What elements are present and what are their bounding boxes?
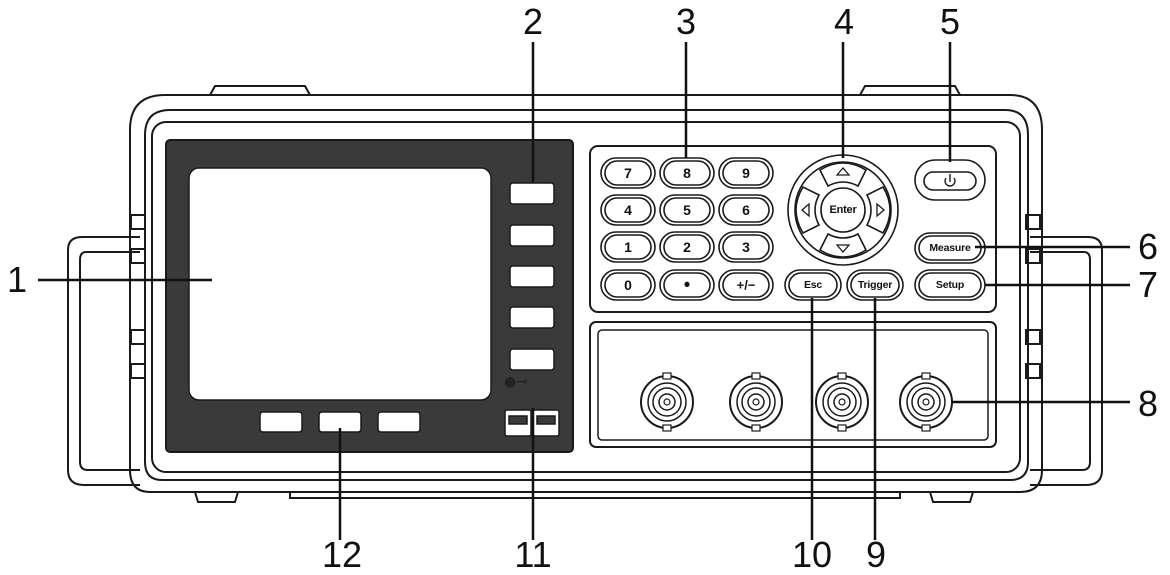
bottom-rail <box>289 492 901 499</box>
connector-panel-inner <box>597 329 989 441</box>
chassis-inner <box>144 109 1029 481</box>
power-button[interactable] <box>917 162 983 198</box>
foot-right <box>929 491 974 503</box>
callout-3: 3 <box>675 1 697 42</box>
esc-button[interactable]: Esc <box>803 279 823 291</box>
key-5[interactable]: 5 <box>683 202 691 218</box>
bnc-connector-3[interactable] <box>815 372 869 432</box>
key-3[interactable]: 3 <box>742 239 750 255</box>
top-bump-left <box>209 85 311 96</box>
key-9[interactable]: 9 <box>742 165 750 181</box>
softkey-right-1[interactable] <box>509 182 555 205</box>
key-2[interactable]: 2 <box>683 239 691 255</box>
side-tab <box>1025 329 1041 345</box>
front-bezel <box>151 121 1021 473</box>
usb-icon: ●⊸ <box>504 374 528 390</box>
measure-button[interactable]: Measure <box>929 242 971 254</box>
key-0[interactable]: 0 <box>624 277 632 293</box>
nav-left-button[interactable] <box>795 185 821 235</box>
side-tab <box>130 329 146 345</box>
arrow-right-icon <box>876 202 885 218</box>
callout-10: 10 <box>791 534 833 575</box>
side-tab <box>130 248 146 264</box>
trigger-button[interactable]: Trigger <box>857 279 893 291</box>
callout-4: 4 <box>833 1 855 42</box>
bnc-connector-2[interactable] <box>729 372 783 432</box>
left-handle-inner <box>79 251 140 471</box>
key-7[interactable]: 7 <box>624 165 632 181</box>
callout-1: 1 <box>6 259 28 300</box>
callout-9: 9 <box>865 534 887 575</box>
lcd-screen <box>188 167 492 401</box>
callout-11: 11 <box>514 534 552 575</box>
callout-8: 8 <box>1137 383 1159 424</box>
softkey-right-2[interactable] <box>509 224 555 247</box>
bnc-connector-4[interactable] <box>899 372 953 432</box>
enter-button-ring[interactable] <box>820 187 866 233</box>
bnc-connector-1[interactable] <box>640 372 694 432</box>
key-4[interactable]: 4 <box>624 202 632 218</box>
power-icon <box>944 174 956 187</box>
side-tab <box>1025 248 1041 264</box>
foot-left <box>194 491 239 503</box>
key-6[interactable]: 6 <box>742 202 750 218</box>
side-tab <box>1025 363 1041 379</box>
arrow-down-icon <box>835 244 851 253</box>
arrow-left-icon <box>801 202 810 218</box>
arrow-up-icon <box>835 167 851 176</box>
side-tab <box>130 363 146 379</box>
chassis-outer <box>129 94 1043 493</box>
callout-2: 2 <box>522 1 544 42</box>
softkey-right-4[interactable] <box>509 306 555 329</box>
callout-7: 7 <box>1137 264 1159 305</box>
key-8[interactable]: 8 <box>683 165 691 181</box>
side-tab <box>130 214 146 230</box>
softkey-right-3[interactable] <box>509 265 555 288</box>
connector-panel <box>589 321 997 448</box>
side-tab <box>1025 214 1041 230</box>
setup-button[interactable]: Setup <box>935 279 965 291</box>
right-handle <box>1030 236 1103 486</box>
callout-12: 12 <box>321 534 363 575</box>
nav-right-button[interactable] <box>865 185 891 235</box>
softkey-bottom-3[interactable] <box>377 411 421 433</box>
top-bump-right <box>859 85 961 96</box>
key-decimal[interactable]: • <box>683 274 691 295</box>
callout-6: 6 <box>1137 226 1159 267</box>
keypad-panel <box>589 145 997 313</box>
left-handle <box>67 236 140 486</box>
softkey-right-5[interactable] <box>509 348 555 371</box>
right-handle-inner <box>1030 251 1091 471</box>
callout-5: 5 <box>939 1 961 42</box>
enter-button[interactable]: Enter <box>829 204 857 216</box>
softkey-bottom-1[interactable] <box>259 411 303 433</box>
key-plus-minus[interactable]: +/− <box>736 277 756 293</box>
key-1[interactable]: 1 <box>624 239 632 255</box>
